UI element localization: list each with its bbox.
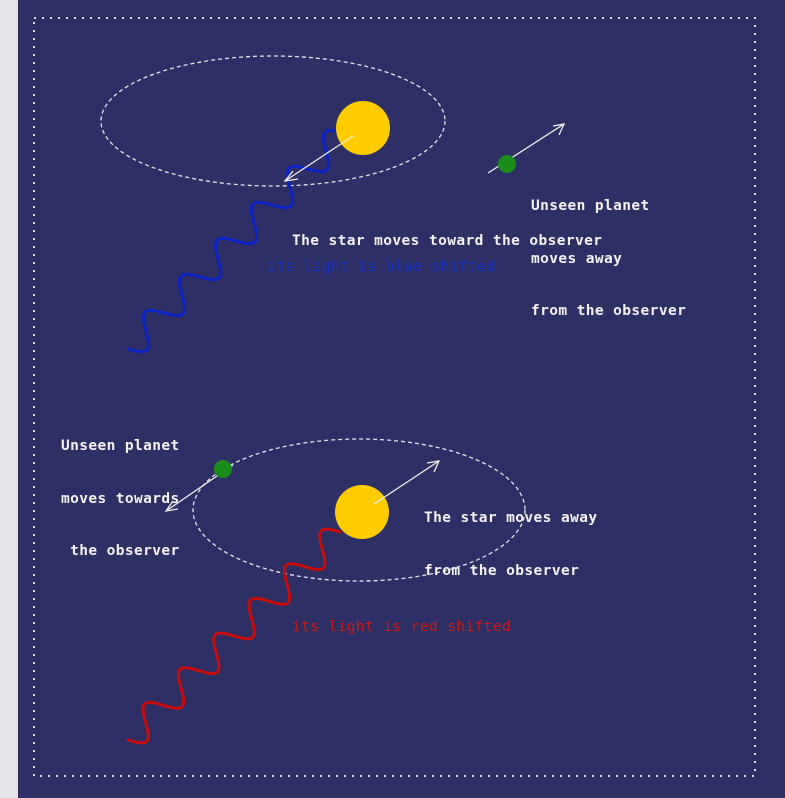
bottom-star-label-line-1: The star moves away: [424, 510, 598, 526]
bottom-star-label-line-2: from the observer: [424, 562, 580, 579]
top-star: [336, 101, 390, 155]
bottom-planet-label-line-2: moves towards: [61, 490, 180, 507]
bottom-planet-label-line-1: Unseen planet: [61, 438, 180, 454]
bottom-orbit: [192, 438, 526, 582]
diagram-canvas: Unseen planet moves away from the observ…: [18, 0, 785, 798]
top-planet-label-line-3: from the observer: [531, 303, 687, 319]
diagram-svg: [33, 17, 756, 777]
top-orbit: [100, 55, 446, 187]
top-planet-label: Unseen planet moves away from the observ…: [531, 163, 686, 356]
top-blue-wave: [126, 128, 346, 354]
blue-shift-label: its light is blue shifted: [267, 259, 496, 275]
bottom-planet-label: Unseen planet moves towards the observer: [61, 403, 180, 596]
top-planet: [498, 155, 516, 173]
bottom-planet-label-line-3: the observer: [61, 543, 180, 559]
bottom-red-wave: [126, 527, 342, 745]
red-shift-label: its light is red shifted: [292, 619, 512, 635]
top-planet-label-line-1: Unseen planet: [531, 198, 650, 214]
bottom-planet: [214, 460, 232, 478]
top-star-label: The star moves toward the observer: [292, 233, 603, 249]
bottom-star-arrow: [373, 460, 441, 505]
top-planet-label-line-2: moves away: [531, 250, 623, 267]
top-star-arrow: [283, 135, 354, 182]
bottom-star-label: The star moves away from the observer: [424, 475, 597, 615]
dotted-frame: [33, 17, 756, 777]
bottom-star: [335, 485, 389, 539]
